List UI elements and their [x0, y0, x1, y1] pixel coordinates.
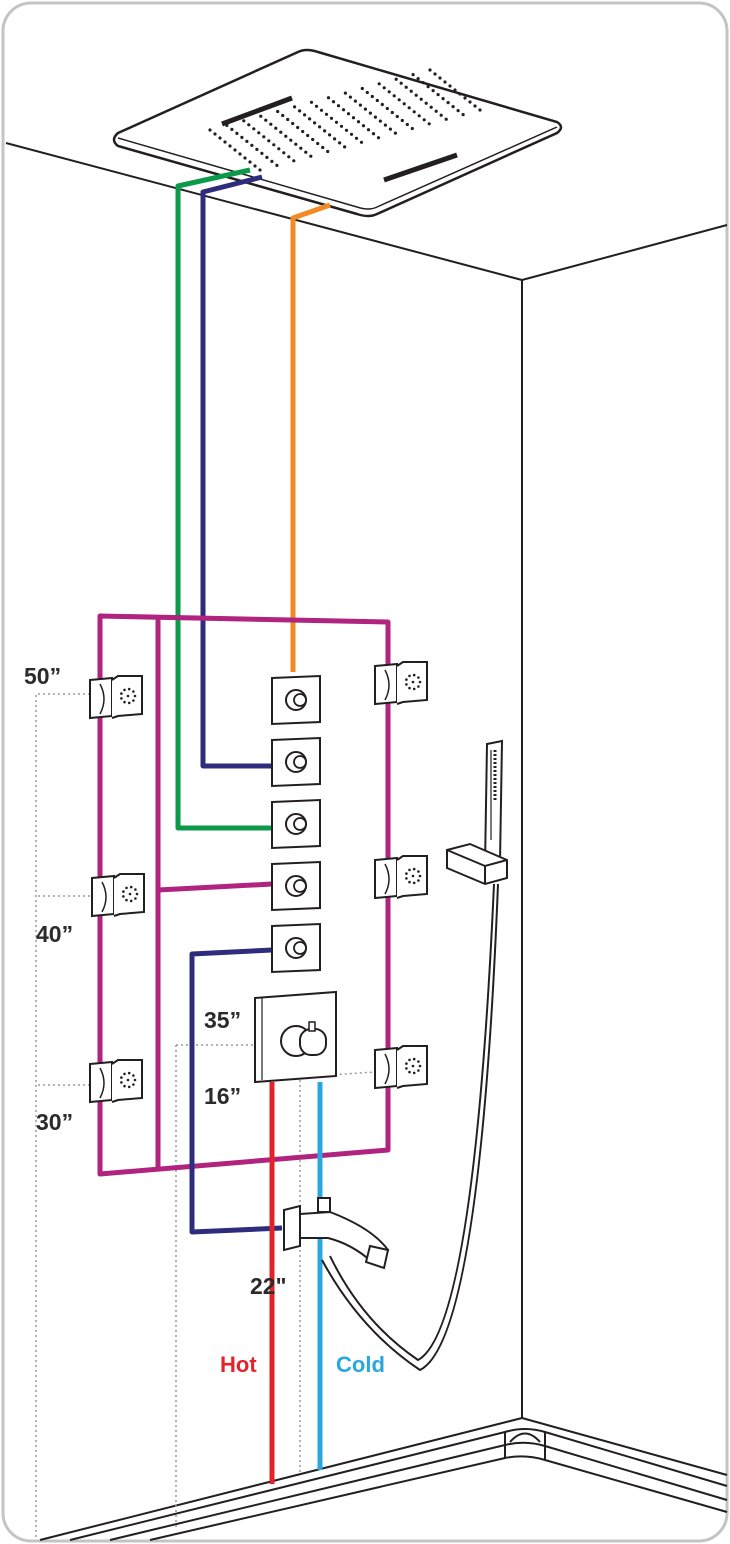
height-label-30: 30” — [36, 1109, 73, 1135]
volume-control-icon — [271, 922, 321, 974]
volume-control-icon — [271, 736, 321, 788]
body-jet-icon — [91, 873, 145, 918]
height-label-40: 40” — [36, 921, 73, 947]
pipe-magenta — [97, 613, 391, 1177]
body-jet-icon — [89, 675, 143, 720]
cold-supply-label: Cold — [336, 1352, 385, 1377]
room-outline — [5, 142, 728, 1541]
pipe-orange — [290, 202, 331, 672]
hand-shower-icon — [321, 739, 508, 1372]
volume-control-icon — [271, 674, 321, 726]
pipe-green — [175, 167, 272, 831]
pipe-navy-top — [200, 174, 272, 769]
thermostatic-valve-icon — [254, 990, 337, 1084]
pipe-navy-spout — [189, 947, 283, 1235]
body-jet-icon — [374, 661, 428, 706]
height-label-22: 22" — [250, 1273, 287, 1299]
volume-control-icon — [271, 860, 321, 912]
body-jet-icon — [374, 855, 428, 900]
body-jet-icon — [374, 1045, 428, 1090]
height-label-50: 50” — [24, 663, 61, 689]
height-label-35: 35” — [204, 1007, 241, 1033]
hot-supply-label: Hot — [220, 1352, 257, 1377]
tub-spout-icon — [283, 1197, 390, 1270]
body-jet-icon — [89, 1059, 143, 1104]
pipe-magenta-branch — [155, 618, 273, 1168]
pipes — [97, 167, 391, 1484]
volume-control-icon — [271, 798, 321, 850]
height-label-16: 16” — [204, 1083, 241, 1109]
